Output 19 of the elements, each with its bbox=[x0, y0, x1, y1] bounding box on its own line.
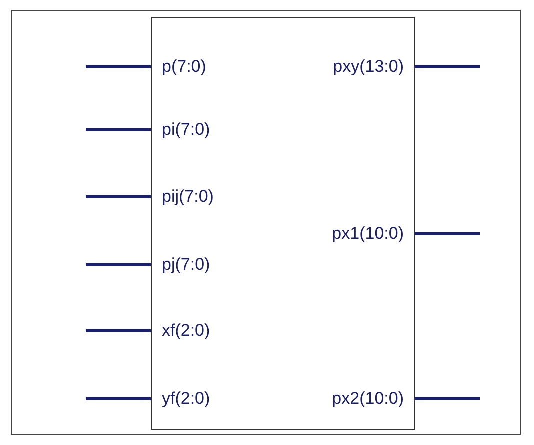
pin-name: px2(10:0) bbox=[332, 389, 414, 409]
pin-line bbox=[86, 264, 152, 266]
pin-line bbox=[86, 196, 152, 198]
pin-name: pxy(13:0) bbox=[333, 57, 414, 77]
pin-line bbox=[86, 330, 152, 332]
pin-line bbox=[86, 66, 152, 68]
pin-line bbox=[414, 66, 480, 68]
component-block bbox=[151, 17, 415, 430]
pin-name: pi(7:0) bbox=[152, 120, 210, 140]
pin-name: px1(10:0) bbox=[332, 224, 414, 244]
pin-name: pij(7:0) bbox=[152, 187, 214, 207]
pin-name: xf(2:0) bbox=[152, 321, 210, 341]
pin-name: yf(2:0) bbox=[152, 389, 210, 409]
pin-name: pj(7:0) bbox=[152, 255, 210, 275]
pin-line bbox=[86, 128, 152, 132]
pin-name: p(7:0) bbox=[152, 57, 206, 77]
pin-line bbox=[414, 232, 480, 236]
pin-line bbox=[414, 398, 480, 400]
pin-line bbox=[86, 398, 152, 400]
